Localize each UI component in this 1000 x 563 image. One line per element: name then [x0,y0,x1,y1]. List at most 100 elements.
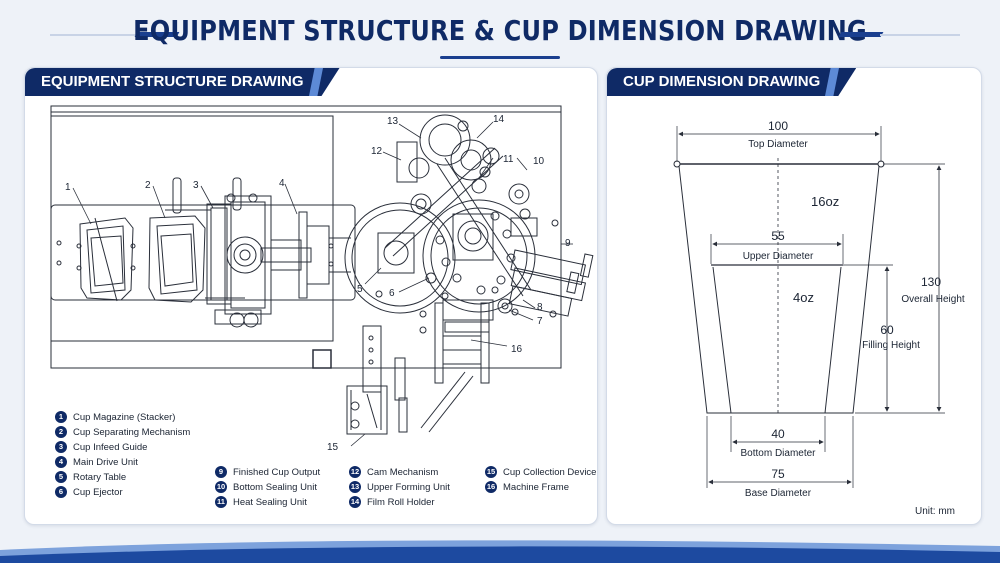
legend-label: Cup Collection Device [503,466,597,478]
legend-label: Cup Infeed Guide [73,441,148,453]
cup-magazine-part [76,217,136,302]
callout-leaders [72,121,573,447]
upper-diameter-value: 55 [771,229,785,243]
main-drive-part [214,193,351,328]
equipment-panel-header: EQUIPMENT STRUCTURE DRAWING [25,68,340,96]
callout-4: 4 [279,178,285,189]
legend-item: 14 Film Roll Holder [349,496,435,508]
legend-num: 9 [215,466,227,478]
legend-num: 12 [349,466,361,478]
title-deco-right-bar [838,32,884,37]
page-title: EQUIPMENT STRUCTURE & CUP DIMENSION DRAW… [133,14,867,47]
legend-label: Bottom Sealing Unit [233,481,317,493]
title-deco-right-line [880,34,960,36]
callout-14: 14 [493,114,505,125]
left-frame-box [50,115,334,342]
legend-label: Finished Cup Output [233,466,321,478]
small-cup-outline [712,266,842,414]
cup-dimension-panel: CUP DIMENSION DRAWING [606,67,982,525]
legend-num: 15 [485,466,497,478]
legend-label: Cup Magazine (Stacker) [73,411,176,423]
callout-8: 8 [537,302,543,313]
callout-12: 12 [371,146,383,157]
cup-separator-part [148,177,211,303]
legend-num: 11 [215,496,227,508]
callout-3: 3 [193,180,199,191]
base-plate [50,204,356,301]
legend-item: 10 Bottom Sealing Unit [215,481,317,493]
title-deco-left-line [50,34,140,36]
upper-diameter-label: Upper Diameter [743,251,814,262]
machine-frame-part [375,290,557,433]
right-output-part [491,183,594,317]
legend-label: Upper Forming Unit [367,481,450,493]
legend-label: Cup Separating Mechanism [73,426,191,438]
legend-num: 5 [55,471,67,483]
legend-label: Heat Sealing Unit [233,496,307,508]
cup-dimension-panel-header: CUP DIMENSION DRAWING [607,68,856,96]
legend-item: 6 Cup Ejector [55,486,123,498]
legend-item: 9 Finished Cup Output [215,466,320,478]
equipment-panel: EQUIPMENT STRUCTURE DRAWING [24,67,598,525]
callout-15: 15 [327,442,339,453]
legend-num: 4 [55,456,67,468]
callout-16: 16 [511,344,523,355]
legend-label: Cam Mechanism [367,466,439,478]
equipment-structure-drawing: 1 2 3 4 5 6 7 8 9 10 11 12 13 14 15 16 [50,105,594,453]
filling-height-label: Filling Height [862,340,920,351]
title-bar: EQUIPMENT STRUCTURE & CUP DIMENSION DRAW… [0,0,1000,62]
legend-item: 11 Heat Sealing Unit [215,496,307,508]
legend-item: 1 Cup Magazine (Stacker) [55,411,175,423]
legend-num: 10 [215,481,227,493]
top-diameter-value: 100 [768,119,788,133]
legend-item: 3 Cup Infeed Guide [55,441,147,453]
legend-label: Film Roll Holder [367,496,435,508]
legend-num: 13 [349,481,361,493]
legend-item: 13 Upper Forming Unit [349,481,450,493]
callout-7: 7 [537,316,543,327]
rotary-table-part [344,147,536,314]
bottom-diameter-label: Bottom Diameter [740,448,816,459]
small-cup-size: 4oz [793,290,814,305]
base-diameter-label: Base Diameter [745,488,812,499]
callout-6: 6 [389,288,395,299]
callout-1: 1 [65,182,71,193]
overall-height-label: Overall Height [901,294,965,305]
legend-label: Main Drive Unit [73,456,138,468]
legend-item: 4 Main Drive Unit [55,456,138,468]
bottom-wave-band [0,540,1000,563]
callout-5: 5 [357,284,363,295]
legend-label: Machine Frame [503,481,569,493]
large-cup-size: 16oz [811,194,839,209]
callout-10: 10 [533,156,545,167]
title-underline [440,56,560,59]
legend-item: 5 Rotary Table [55,471,126,483]
legend-label: Rotary Table [73,471,127,483]
unit-note: Unit: mm [915,506,955,517]
legend-item: 16 Machine Frame [485,481,569,493]
legend-item: 2 Cup Separating Mechanism [55,426,190,438]
legend-num: 2 [55,426,67,438]
bottom-diameter-value: 40 [771,427,785,441]
callout-labels: 1 2 3 4 5 6 7 8 9 10 11 12 13 14 15 16 [65,114,571,453]
legend-item: 15 Cup Collection Device [485,466,596,478]
callout-11: 11 [503,154,514,165]
legend-num: 6 [55,486,67,498]
cup-dimension-drawing: 100 Top Diameter 16oz 55 Upper Diameter … [673,119,965,517]
callout-13: 13 [387,116,399,127]
base-diameter-value: 75 [771,467,785,481]
upper-forming-part [396,114,500,215]
filling-height-value: 60 [880,323,894,337]
top-diameter-label: Top Diameter [748,139,808,150]
legend-num: 16 [485,481,497,493]
cup-collection-part [346,325,408,435]
callout-2: 2 [145,180,151,191]
legend-num: 3 [55,441,67,453]
legend-num: 1 [55,411,67,423]
overall-height-value: 130 [921,275,941,289]
legend-label: Cup Ejector [73,486,123,498]
square-marker [312,349,332,369]
large-cup-outline [678,165,880,414]
legend-num: 14 [349,496,361,508]
legend-item: 12 Cam Mechanism [349,466,438,478]
